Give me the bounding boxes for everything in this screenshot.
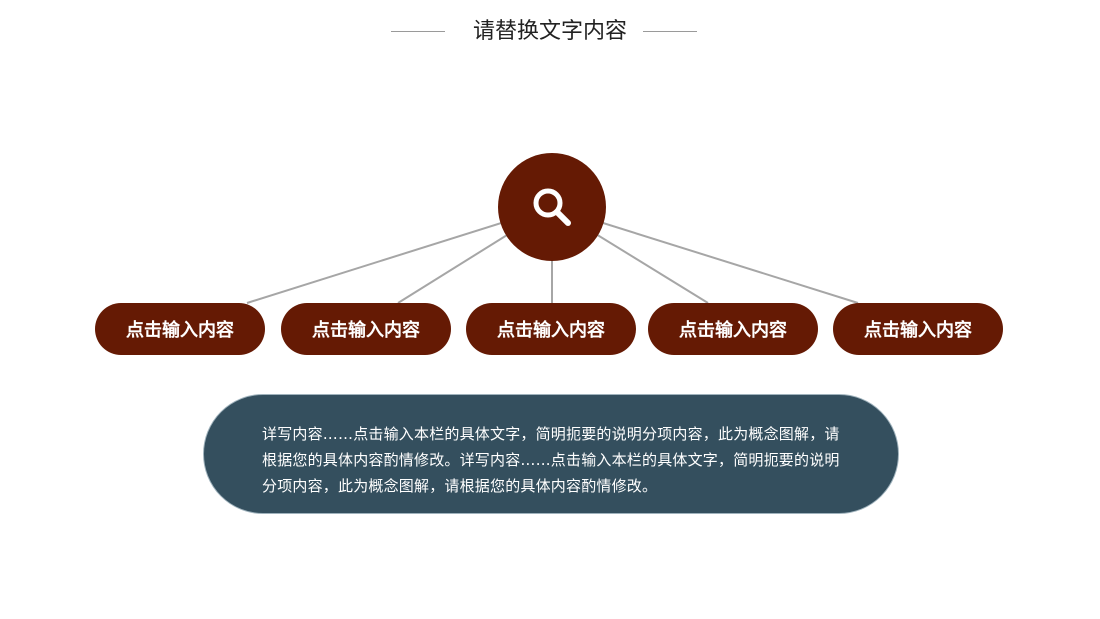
page-title: 请替换文字内容: [472, 19, 627, 44]
hub-circle: [498, 153, 606, 261]
node-4[interactable]: 点击输入内容: [648, 303, 818, 355]
node-3[interactable]: 点击输入内容: [466, 303, 636, 355]
title-divider-left: [391, 31, 445, 32]
description-text: 详写内容……点击输入本栏的具体文字，简明扼要的说明分项内容，此为概念图解，请根据…: [262, 425, 840, 495]
search-icon: [533, 188, 571, 226]
title-divider-right: [643, 31, 697, 32]
node-5[interactable]: 点击输入内容: [833, 303, 1003, 355]
description-box: 详写内容……点击输入本栏的具体文字，简明扼要的说明分项内容，此为概念图解，请根据…: [203, 394, 899, 514]
node-2[interactable]: 点击输入内容: [281, 303, 451, 355]
node-1[interactable]: 点击输入内容: [95, 303, 265, 355]
